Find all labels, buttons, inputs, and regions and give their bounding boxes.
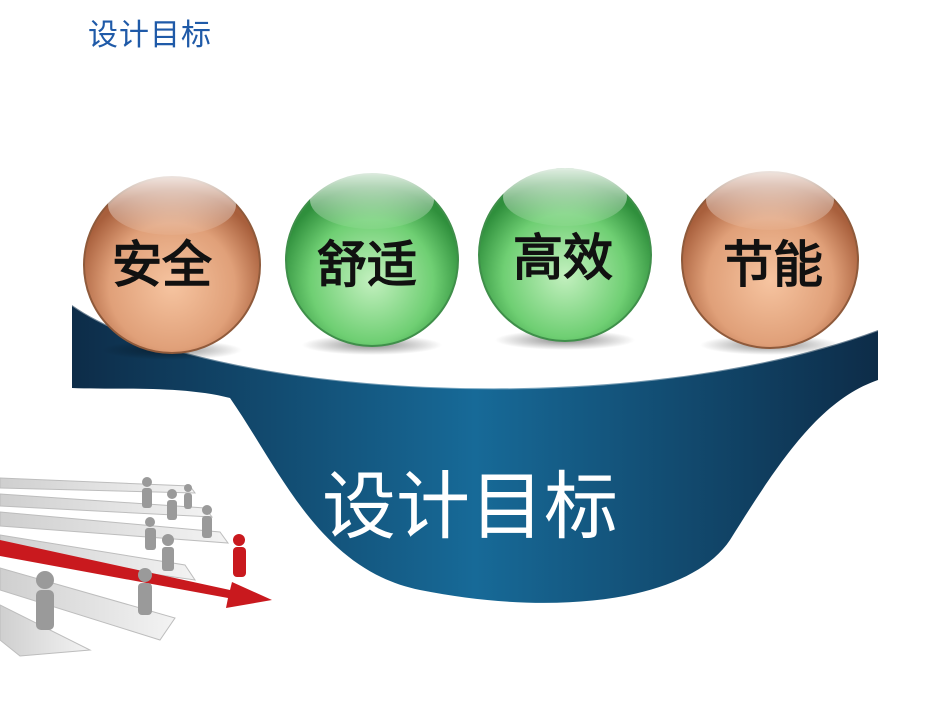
lane — [0, 511, 230, 544]
red-arrow-lane — [0, 540, 272, 608]
center-label: 设计目标 — [322, 464, 618, 550]
goal-label: 节能 — [723, 236, 823, 294]
lane — [0, 477, 196, 494]
lane — [0, 493, 214, 518]
goal-label: 安全 — [112, 236, 213, 294]
goal-label: 高效 — [513, 229, 613, 287]
leader-figure — [233, 534, 246, 577]
curved-band — [72, 305, 878, 603]
goal-ball-comfort: 舒适 — [285, 171, 459, 347]
page-title: 设计目标 — [88, 18, 212, 53]
goal-label: 舒适 — [317, 236, 417, 294]
goal-ball-energy-saving: 节能 — [681, 170, 859, 349]
person-figure — [36, 477, 212, 630]
competition-illustration — [0, 477, 272, 657]
lane — [0, 604, 92, 657]
goal-ball-efficiency: 高效 — [478, 168, 652, 342]
goal-ball-safety: 安全 — [83, 175, 261, 354]
